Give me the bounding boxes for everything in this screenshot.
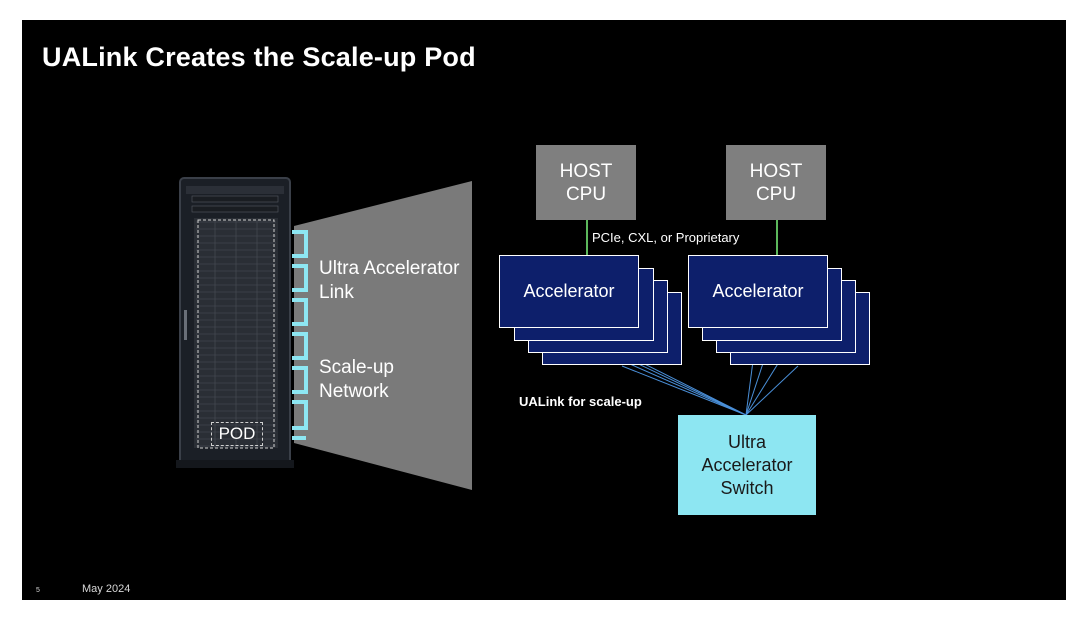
switch-line2: Accelerator bbox=[701, 454, 793, 475]
network-line2: Network bbox=[319, 381, 389, 402]
rack-handle bbox=[184, 310, 187, 340]
accelerator-left: Accelerator bbox=[499, 255, 639, 328]
host-cpu-right: HOST CPU bbox=[726, 145, 826, 220]
ultra-accelerator-switch: Ultra Accelerator Switch bbox=[678, 415, 816, 515]
accelerator-right: Accelerator bbox=[688, 255, 828, 328]
host-left-line1: HOST bbox=[559, 160, 613, 182]
projection-funnel bbox=[294, 181, 472, 490]
rack-mesh bbox=[196, 220, 276, 448]
ualink-bracket bbox=[292, 230, 308, 440]
pod-label: POD bbox=[211, 422, 263, 446]
slide: UALink Creates the Scale-up Pod bbox=[22, 20, 1066, 600]
ualink-label: UALink for scale-up bbox=[519, 394, 642, 409]
host-right-line1: HOST bbox=[749, 160, 803, 182]
pod-graphic bbox=[176, 177, 799, 490]
switch-line1: Ultra bbox=[727, 431, 766, 452]
footer-page-number: 5 bbox=[36, 587, 40, 594]
host-cpu-left: HOST CPU bbox=[536, 145, 636, 220]
footer-date: May 2024 bbox=[82, 583, 131, 595]
host-left-line2: CPU bbox=[565, 183, 607, 205]
switch-line3: Switch bbox=[720, 477, 774, 498]
host-link-label: PCIe, CXL, or Proprietary bbox=[592, 230, 740, 245]
ultra-accelerator-link-label: Ultra Accelerator Link bbox=[319, 257, 459, 305]
scale-up-network-label: Scale-up Network bbox=[319, 356, 394, 404]
link-line1: Ultra Accelerator bbox=[319, 258, 460, 279]
network-line1: Scale-up bbox=[319, 357, 394, 378]
host-right-line2: CPU bbox=[755, 183, 797, 205]
link-line2: Link bbox=[319, 282, 354, 303]
slide-title: UALink Creates the Scale-up Pod bbox=[42, 42, 476, 72]
pod-outline bbox=[197, 219, 275, 449]
